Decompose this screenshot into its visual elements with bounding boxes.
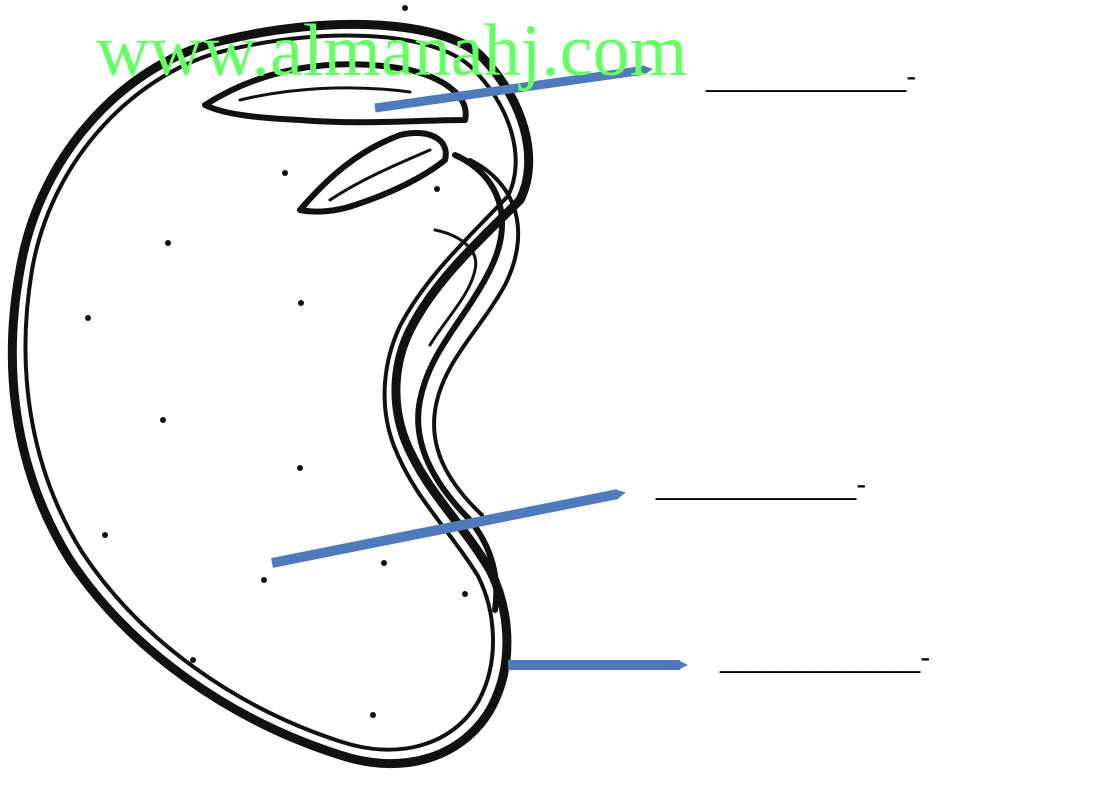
seed-coat: [12, 24, 528, 763]
watermark-text: www.almanahj.com: [96, 14, 687, 88]
label-blank-seed-coat[interactable]: ____________-: [720, 643, 930, 673]
gap-mark: [458, 362, 474, 442]
cotyledon-dots: [85, 5, 468, 718]
label-blank-plumule[interactable]: ____________-: [706, 62, 916, 92]
label-blank-cotyledon[interactable]: ____________-: [656, 470, 866, 500]
